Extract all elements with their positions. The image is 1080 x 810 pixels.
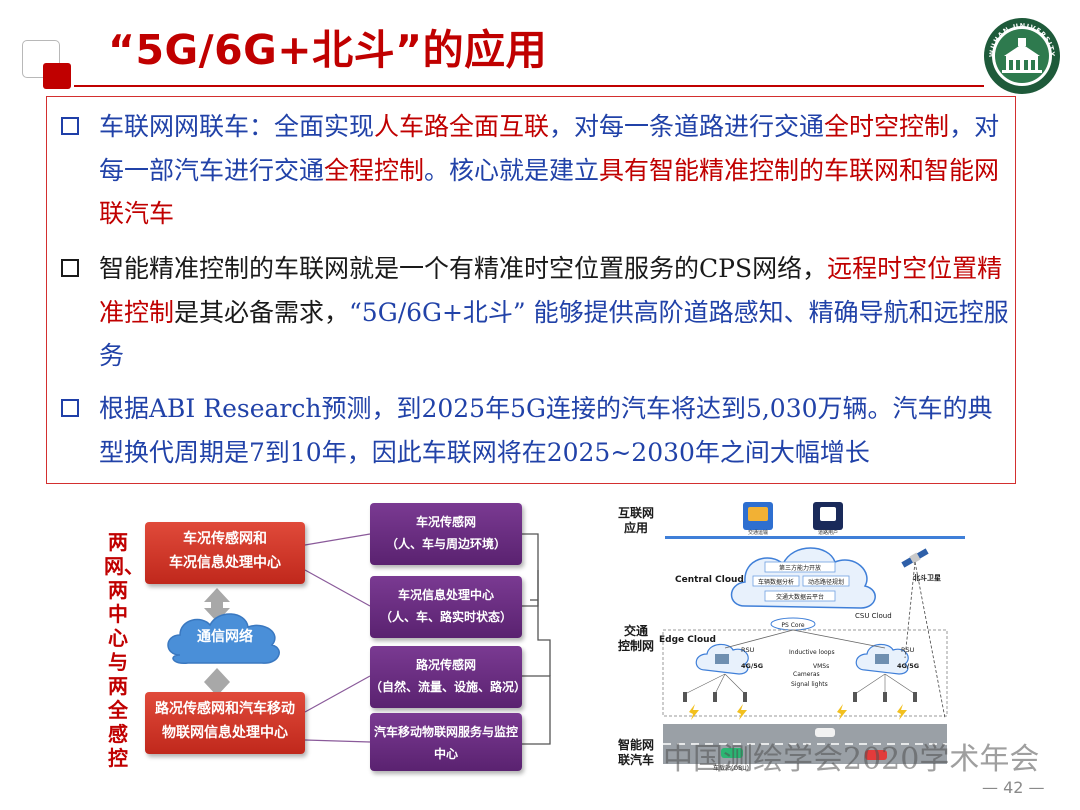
bullet-2-seg-2: 远程时空位置精准控制 — [99, 254, 1003, 327]
page-number-value: 42 — [1003, 778, 1024, 797]
band-label-left: 4G/5G — [741, 662, 763, 670]
purple-box-vehicle-sensor-net: 车况传感网 （人、车与周边环境） — [370, 503, 522, 565]
bullet-square-icon — [61, 117, 79, 135]
cloud-item-4: 交通大数据云平台 — [776, 593, 824, 601]
bullet-1-seg-2: 人车路全面互联 — [374, 112, 550, 141]
inductive-label: Inductive loops — [789, 649, 835, 656]
purple-box-1-line-2: （人、车与周边环境） — [385, 537, 506, 551]
red-box-top-line-2: 车况信息处理中心 — [169, 555, 281, 571]
red-box-bottom-line-1: 路况传感网和汽车移动 — [155, 701, 295, 717]
decor-square-red — [43, 63, 71, 89]
bullet-1-seg-7: 。核心就是建立 — [424, 155, 600, 185]
purple-box-3-line-2: （自然、流量、设施、路况） — [370, 680, 527, 694]
purple-box-2-line-2: （人、车、路实时状态） — [379, 610, 512, 624]
row-label-traffic-control: 交通 控制网 — [618, 624, 654, 654]
communication-cloud-icon — [167, 613, 280, 664]
app2-label: 道路用户 — [818, 529, 838, 536]
app1-label: 交通运输 — [748, 529, 768, 536]
purple-box-1-line-1: 车况传感网 — [415, 515, 476, 529]
red-box-bottom-line-2: 物联网信息处理中心 — [162, 725, 288, 741]
purple-box-4-line-2: 中心 — [433, 747, 458, 761]
beidou-label: 北斗卫星 — [913, 573, 941, 582]
bullet-1-seg-3: ，对每一条道路进行交通 — [549, 112, 825, 141]
conference-watermark: 中国测绘学会2020学术年会 — [663, 742, 1040, 777]
row-label-1-line-1: 互联网 应用 — [618, 506, 655, 535]
red-box-top-line-1: 车况传感网和 — [183, 531, 267, 547]
row-label-connected-vehicle: 智能网 联汽车 — [618, 738, 654, 768]
rsu-label-right: RSU — [901, 646, 915, 654]
cloud-item-1: 第三方能力开放 — [779, 564, 821, 572]
row-label-3-line-1: 智能网 联汽车 — [618, 738, 655, 767]
bullet-2-seg-1: 智能精准控制的车联网就是一个有精准时空位置服务的CPS网络， — [99, 254, 828, 283]
bullet-3-seg-1: 根据ABI Research预测，到2025年5G连接的汽车将达到5,030万辆… — [99, 394, 993, 467]
vms-label: VMSs — [813, 663, 829, 670]
page-number: — 42 — — [982, 778, 1045, 797]
diagram-connectors — [204, 533, 551, 745]
bullet-1-seg-1: 车联网网联车：全面实现 — [99, 112, 375, 141]
band-label-right: 4G/5G — [897, 662, 919, 670]
ps-core-label: PS Core — [781, 622, 805, 629]
purple-box-iot-service-center: 汽车移动物联网服务与监控 中心 — [370, 713, 522, 771]
purple-box-3-line-1: 路况传感网 — [415, 658, 476, 672]
bullet-square-icon — [61, 399, 79, 417]
bullet-1-seg-5: ，对每一部汽车进行交通 — [99, 112, 1000, 185]
red-box-vehicle-network: 车况传感网和 车况信息处理中心 — [145, 522, 305, 584]
cloud-item-3: 动态路径规划 — [808, 578, 844, 586]
bullet-3: 根据ABI Research预测，到2025年5G连接的汽车将达到5,030万辆… — [61, 387, 1009, 474]
title-underline — [74, 85, 984, 87]
vehicle-network-diagram: 交通运输 道路用户 Central Cloud 第三方能力开放 车辆数据分析 动… — [659, 502, 965, 772]
central-cloud-label: Central Cloud — [675, 575, 744, 585]
purple-box-vehicle-info-center: 车况信息处理中心 （人、车、路实时状态） — [370, 576, 522, 638]
row-label-internet-app: 互联网 应用 — [618, 506, 654, 536]
page-title: “5G/6G+北斗”的应用 — [108, 26, 548, 74]
purple-box-road-sensor-net: 路况传感网 （自然、流量、设施、路况） — [370, 646, 527, 708]
row-label-2-line-1: 交通 控制网 — [618, 624, 655, 653]
purple-box-4-line-1: 汽车移动物联网服务与监控 — [373, 725, 518, 739]
bullet-1-seg-8: 具有智能精准控制的车联网和智能网联汽车 — [99, 155, 1000, 229]
rsu-label-left: RSU — [741, 646, 755, 654]
cloud-label: 通信网络 — [197, 629, 253, 645]
diagram-side-label: 两网、两中心与两全感控 — [104, 530, 144, 770]
bullet-1-seg-6: 全程控制 — [324, 155, 425, 185]
cameras-label: Cameras — [793, 671, 820, 678]
bullet-square-icon — [61, 259, 79, 277]
edge-cloud-label: Edge Cloud — [659, 635, 716, 645]
bullet-1-seg-4: 全时空控制 — [824, 112, 950, 141]
obu-label: 车载站(OBU) — [713, 764, 749, 772]
university-logo: WUHAN UNIVERSITY — [984, 18, 1060, 94]
bullet-box: 车联网网联车：全面实现人车路全面互联，对每一条道路进行交通全时空控制，对每一部汽… — [46, 96, 1016, 484]
decor-square-outline — [22, 40, 60, 78]
purple-box-2-line-1: 车况信息处理中心 — [397, 588, 494, 602]
signal-label: Signal lights — [791, 681, 828, 688]
cloud-item-2: 车辆数据分析 — [758, 578, 794, 586]
bullet-1: 车联网网联车：全面实现人车路全面互联，对每一条道路进行交通全时空控制，对每一部汽… — [61, 105, 1009, 236]
bullet-2: 智能精准控制的车联网就是一个有精准时空位置服务的CPS网络，远程时空位置精准控制… — [61, 247, 1009, 378]
bullet-2-seg-4: “5G/6G+北斗” 能够提供高阶道路感知、精确导航和远控服务 — [99, 297, 1009, 371]
red-box-road-network: 路况传感网和汽车移动 物联网信息处理中心 — [145, 692, 305, 754]
csu-cloud-label: CSU Cloud — [855, 612, 892, 620]
bullet-2-seg-3: 是其必备需求， — [174, 297, 350, 327]
